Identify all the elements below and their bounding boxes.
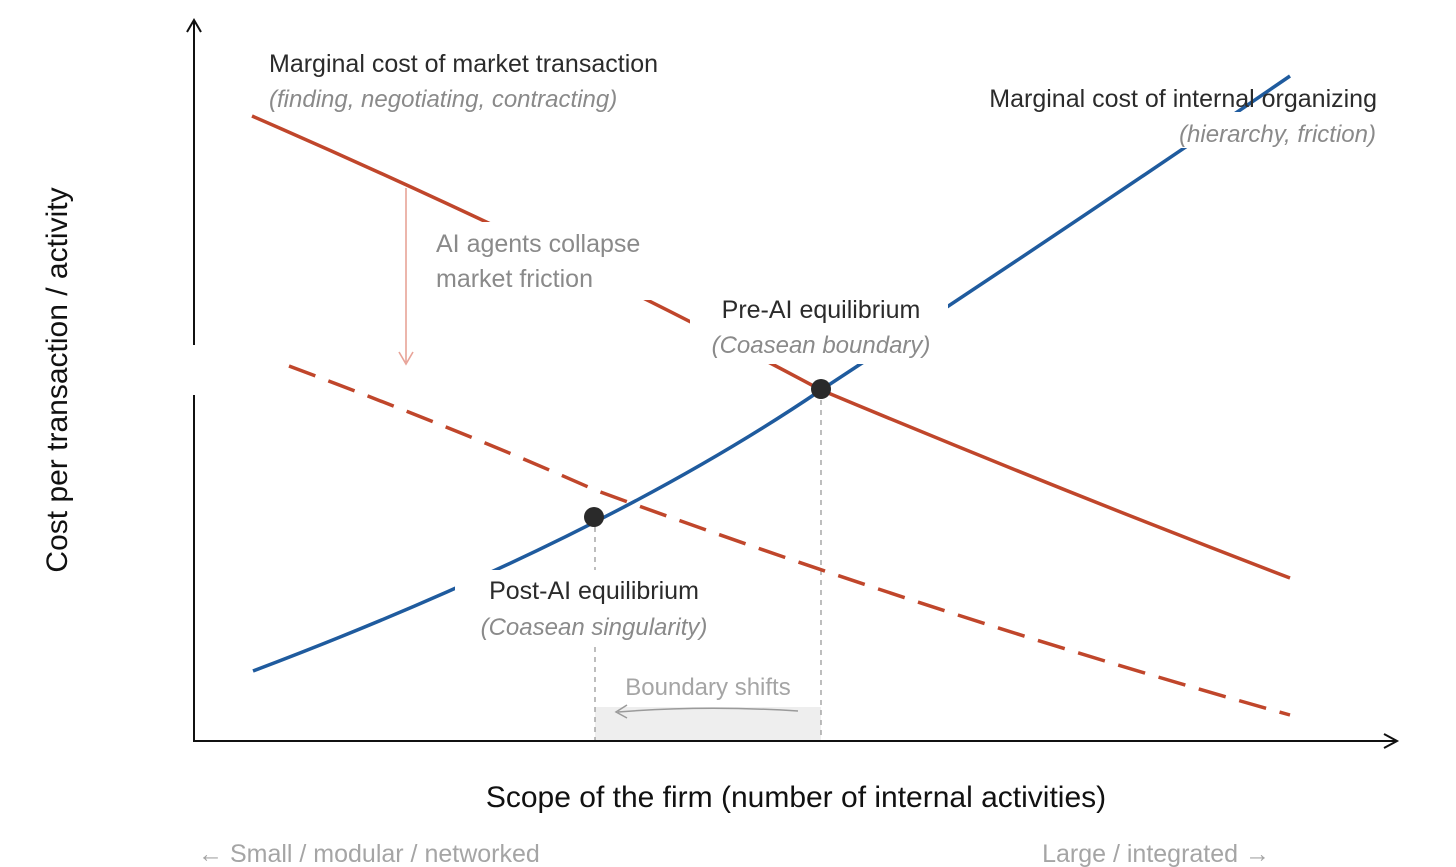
x-axis — [193, 733, 1400, 749]
market-cost-curve-post-ai — [288, 364, 1291, 717]
internal-curve-subtitle: (hierarchy, friction) — [1179, 121, 1376, 148]
x-axis-left-hint: ← Small / modular / networked — [198, 840, 540, 867]
post-ai-sublabel: (Coasean singularity) — [481, 614, 708, 641]
x-axis-arrowhead — [1383, 733, 1400, 749]
x-axis-label: Scope of the firm (number of internal ac… — [486, 781, 1106, 814]
label-knockout — [1130, 112, 1380, 148]
internal-curve-title: Marginal cost of internal organizing — [989, 85, 1377, 113]
boundary-shift-label: Boundary shifts — [625, 674, 790, 701]
boundary-shift-band — [595, 707, 821, 740]
pre-ai-equilibrium-point — [811, 379, 831, 399]
y-axis-arrowhead — [186, 18, 202, 33]
post-ai-equilibrium-point — [584, 507, 604, 527]
label-knockout — [690, 292, 948, 364]
market-cost-curve — [251, 114, 1291, 580]
label-knockout — [455, 570, 730, 642]
pre-ai-sublabel: (Coasean boundary) — [712, 332, 931, 359]
shift-annotation-line1: AI agents collapse — [436, 230, 640, 258]
x-axis-right-hint: Large / integrated → — [1042, 840, 1270, 867]
y-axis-label: Cost per transaction / activity — [41, 187, 74, 572]
shift-down-arrow — [398, 188, 414, 366]
internal-cost-curve — [252, 74, 1291, 673]
boundary-shift-arrow — [614, 704, 799, 719]
label-knockout — [418, 222, 680, 300]
y-axis — [186, 18, 202, 741]
pre-ai-label: Pre-AI equilibrium — [722, 296, 921, 324]
market-curve-subtitle: (finding, negotiating, contracting) — [269, 86, 617, 113]
shift-annotation-line2: market friction — [436, 265, 593, 293]
post-ai-label: Post-AI equilibrium — [489, 577, 699, 605]
market-curve-title: Marginal cost of market transaction — [269, 50, 658, 78]
